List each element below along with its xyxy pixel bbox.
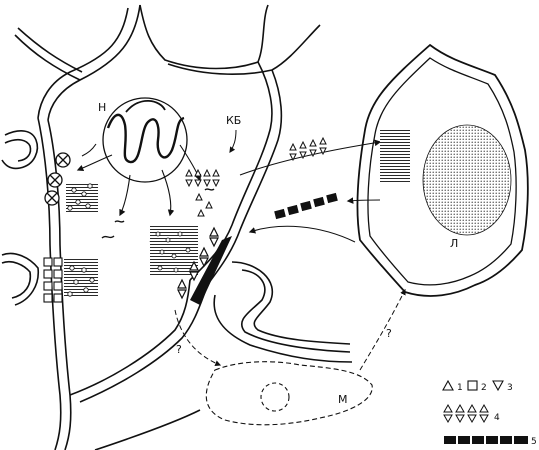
legend-num-4: 4: [494, 413, 500, 423]
black-bar-icon: [444, 436, 528, 444]
triangle-down-icon: [492, 380, 504, 392]
kb-label: КБ: [226, 114, 241, 127]
macrophage-nucleus: [260, 382, 290, 412]
membrane-triangle-pairs: [177, 226, 219, 300]
arrow-to-membrane: [248, 225, 356, 243]
nucleus-label: Н: [98, 101, 106, 114]
lymphocyte-outer-membrane: [356, 43, 529, 297]
macrophage-outline: [205, 361, 373, 426]
desmosome-stack: [44, 152, 71, 206]
granule-cluster-upper: [66, 182, 98, 214]
square-icon: [467, 380, 478, 391]
chromatin-strand: [125, 99, 166, 113]
mhc-cluster: [150, 225, 198, 277]
nucleus-arrows: [76, 143, 202, 217]
lymphocyte-label: Л: [450, 237, 458, 250]
desmosome-icon: [47, 172, 63, 188]
junction-squares: [43, 257, 63, 303]
legend-num-1: 1: [457, 383, 463, 393]
lymphocyte-inner-membrane: [367, 57, 517, 286]
lymphocyte-nucleus: [422, 124, 512, 236]
macrophage: М: [205, 361, 373, 426]
lymphocyte-receptor-hatch: [380, 130, 410, 182]
legend-num-2: 2: [481, 383, 487, 393]
arrow-lymph-to-antigen: [346, 197, 381, 204]
legend-num-3: 3: [507, 383, 513, 393]
black-bar-membrane: [190, 236, 232, 305]
released-triangle-pairs: [289, 136, 327, 162]
legend: 1 2 3 4 5: [442, 379, 537, 447]
kb-arrow: [229, 129, 237, 153]
granule-cluster-lower: [64, 258, 98, 298]
kb-triangles: [185, 168, 220, 217]
nucleus: Н: [98, 97, 188, 183]
triangle-up-icon: [442, 379, 454, 391]
triangle-pair-grid-icon: [443, 403, 489, 424]
legend-num-5: 5: [531, 437, 537, 447]
nucleus-membrane: [102, 97, 188, 183]
epithelial-cell-outline: [1, 4, 321, 450]
desmosome-icon: [55, 152, 71, 168]
lymphocyte: Л: [356, 43, 529, 297]
dashed-arrow-to-lymphocyte: [359, 288, 406, 371]
question-mark-1: ?: [176, 343, 182, 356]
macrophage-label: М: [338, 393, 348, 406]
question-mark-2: ?: [386, 327, 392, 340]
dashed-arrow-to-macrophage: [174, 309, 222, 367]
adjacent-cell-finger: [213, 261, 353, 363]
antigen-black-segments: [274, 192, 338, 220]
desmosome-icon: [44, 190, 60, 206]
chromatin-strand: [106, 113, 185, 164]
